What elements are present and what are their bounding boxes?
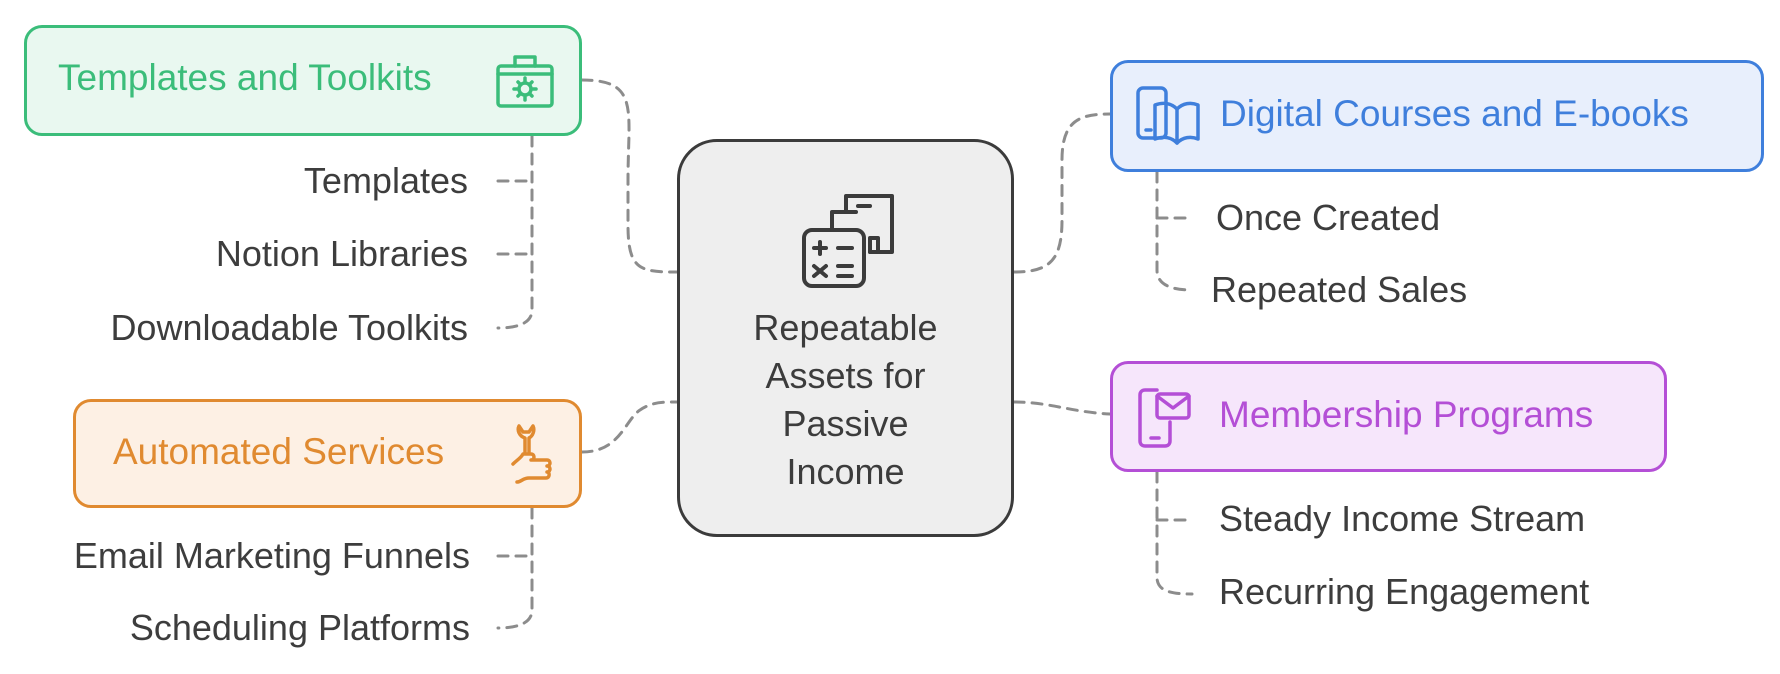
link-sub-automated-trunk bbox=[496, 506, 534, 630]
branch-automated-box: Automated Services bbox=[73, 399, 582, 508]
automated-item-email-marketing-funnels: Email Marketing Funnels bbox=[73, 535, 470, 576]
toolbox-gear-icon bbox=[496, 55, 554, 108]
center-title: Repeatable Assets for Passive Income bbox=[753, 307, 938, 492]
phone-mail-icon bbox=[1138, 388, 1191, 448]
automated-item-scheduling-platforms: Scheduling Platforms bbox=[129, 607, 470, 648]
branch-digital-label: Digital Courses and E-books bbox=[1220, 93, 1689, 134]
wrench-thumbs-up-icon bbox=[511, 424, 552, 484]
link-sub-digital-trunk bbox=[1155, 170, 1194, 292]
digital-item-once-created: Once Created bbox=[1216, 197, 1441, 238]
link-templates bbox=[580, 78, 679, 274]
branch-templates-box: Templates and Toolkits bbox=[24, 25, 582, 136]
link-membership bbox=[1012, 400, 1112, 416]
link-automated bbox=[580, 400, 679, 454]
branch-automated-label: Automated Services bbox=[113, 431, 445, 472]
digital-item-repeated-sales: Repeated Sales bbox=[1211, 269, 1468, 310]
templates-item-downloadable-toolkits: Downloadable Toolkits bbox=[110, 307, 468, 348]
link-sub-membership-trunk bbox=[1155, 470, 1194, 596]
templates-item-notion-libraries: Notion Libraries bbox=[215, 233, 468, 274]
branch-membership-label: Membership Programs bbox=[1219, 394, 1594, 435]
membership-item-steady-income-stream: Steady Income Stream bbox=[1219, 498, 1586, 539]
center-node: Repeatable Assets for Passive Income bbox=[677, 139, 1014, 537]
templates-item-templates: Templates bbox=[303, 160, 468, 201]
link-sub-templates-trunk bbox=[496, 134, 534, 330]
link-digital bbox=[1012, 112, 1112, 274]
calculator-documents-icon bbox=[802, 194, 894, 288]
membership-item-recurring-engagement: Recurring Engagement bbox=[1219, 571, 1590, 612]
branch-templates-label: Templates and Toolkits bbox=[58, 57, 432, 98]
branch-digital-box: Digital Courses and E-books bbox=[1110, 60, 1764, 172]
device-book-icon bbox=[1136, 86, 1200, 145]
branch-membership-box: Membership Programs bbox=[1110, 361, 1667, 472]
